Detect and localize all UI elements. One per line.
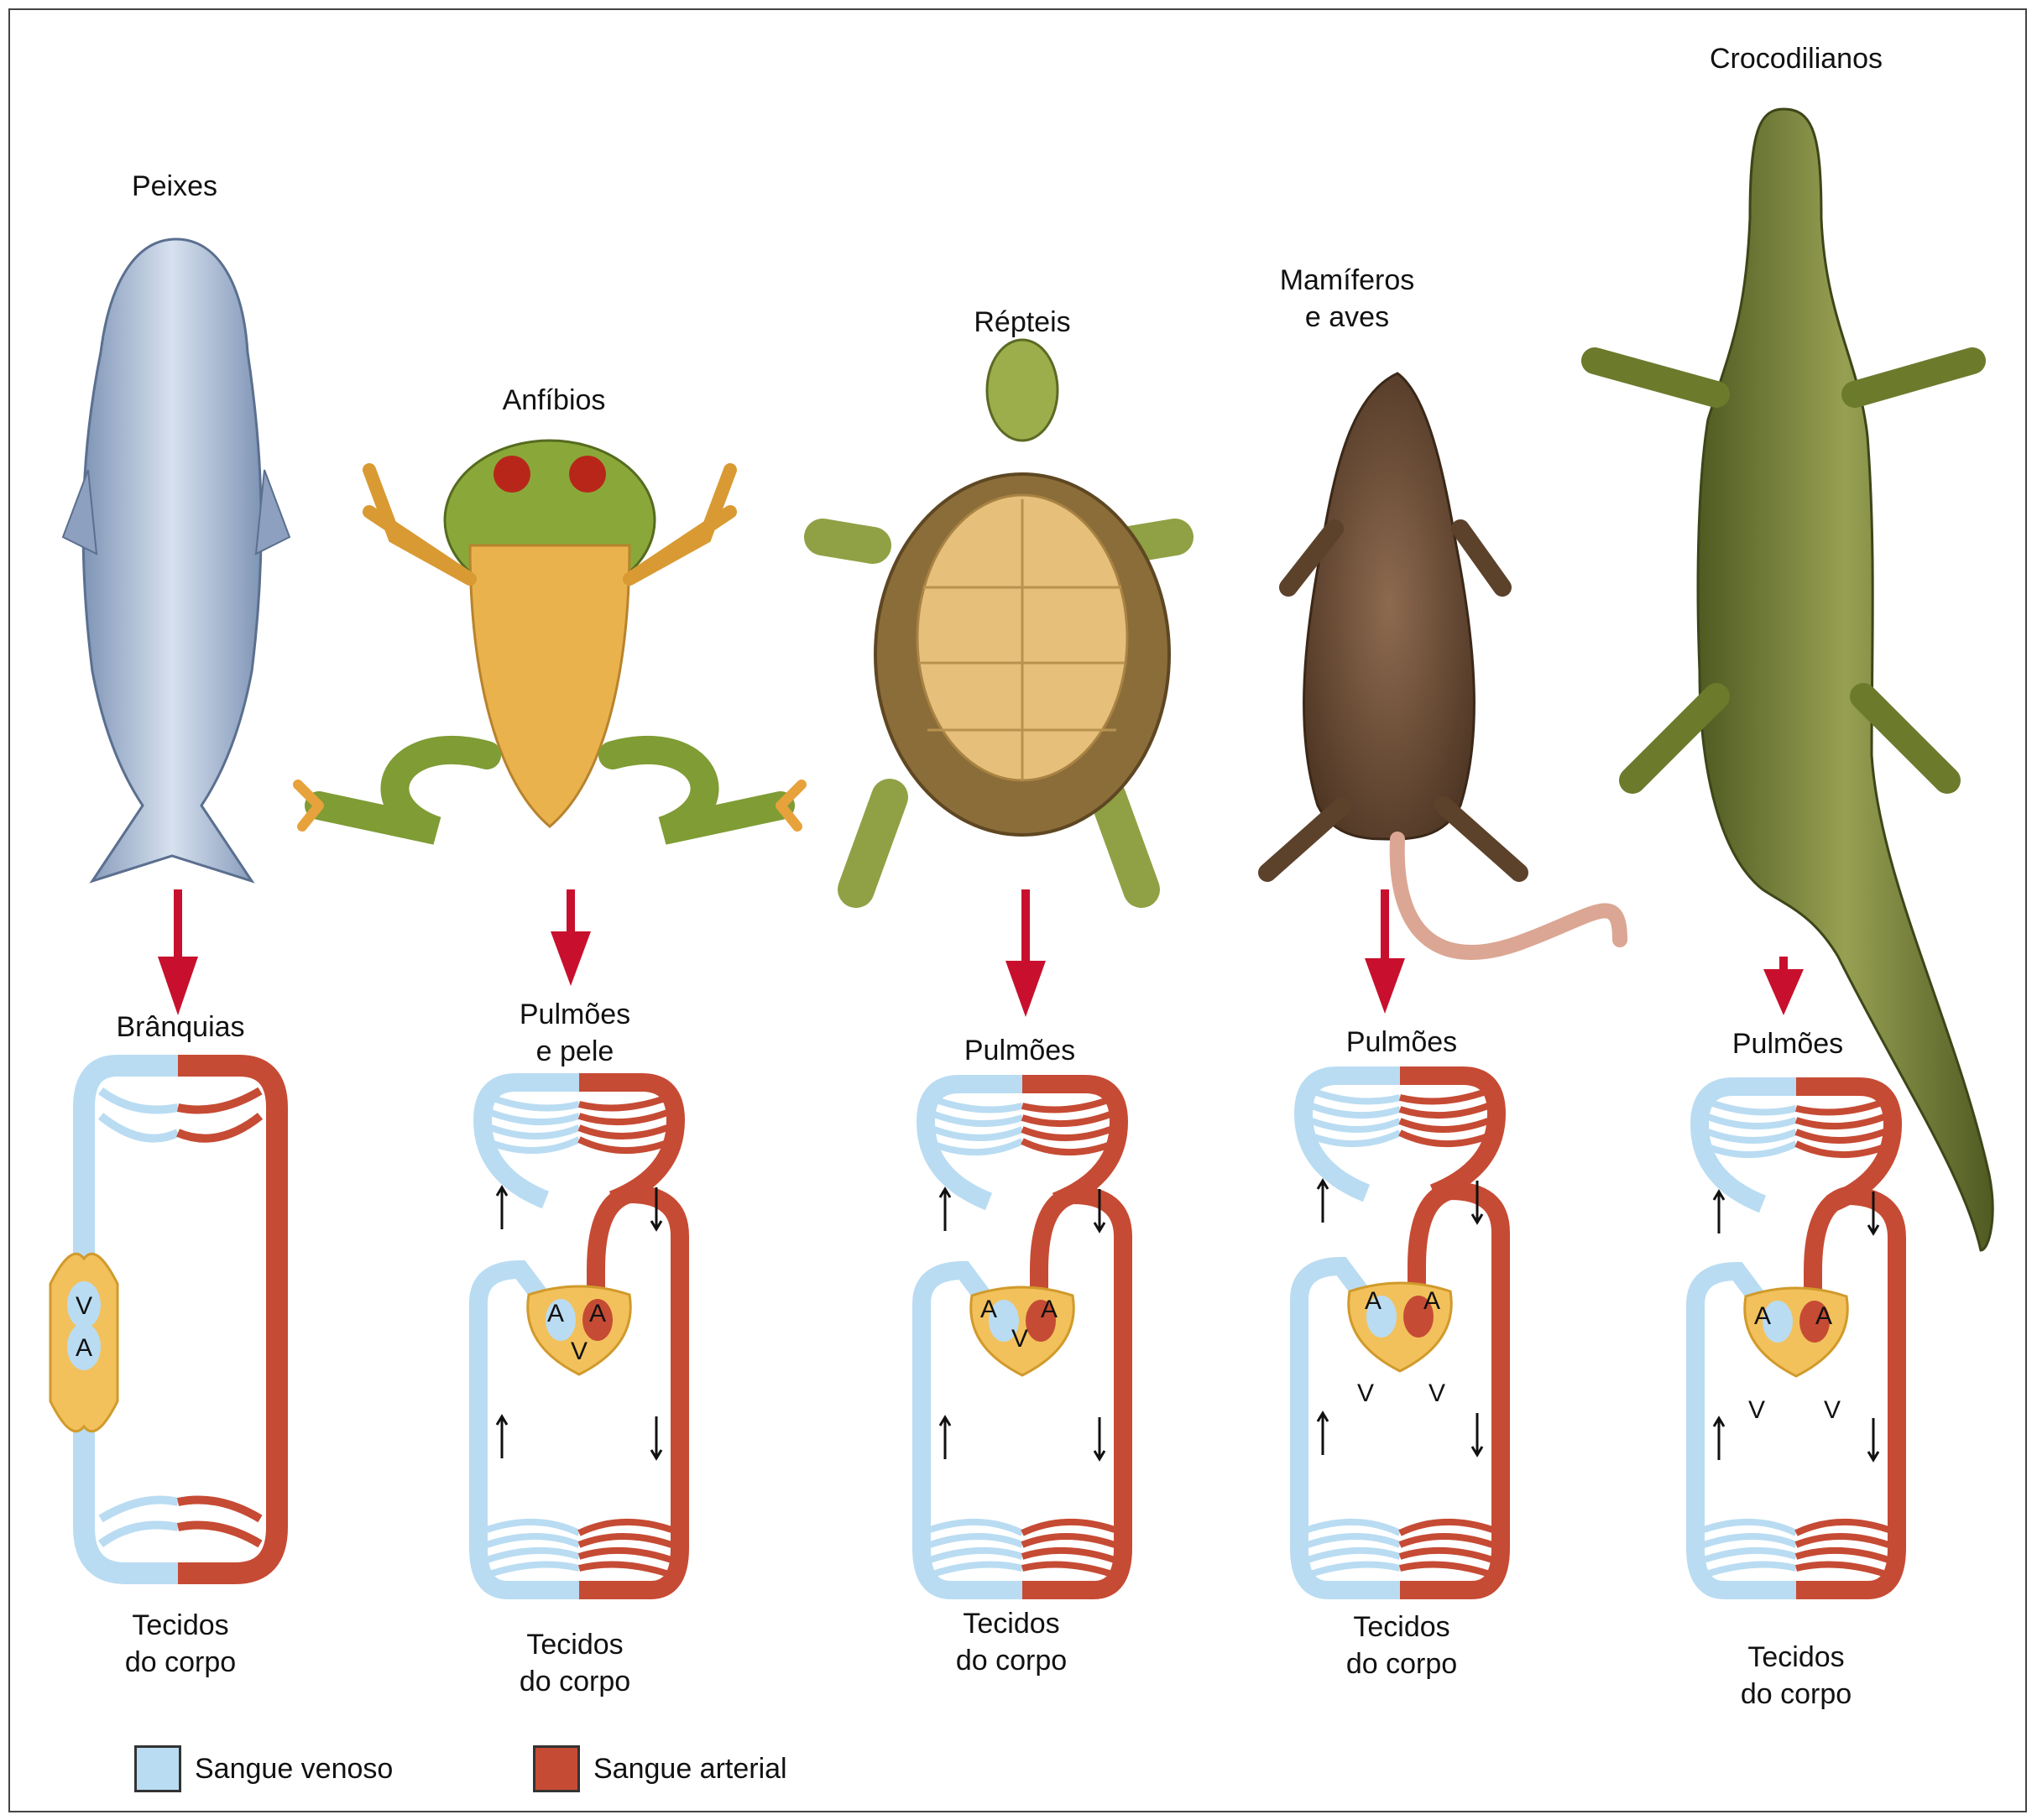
arrows	[158, 889, 1804, 1017]
flow-arrow-icon	[497, 1187, 507, 1229]
rat-illustration	[1267, 373, 1620, 952]
animal-name-fish: Peixes	[91, 168, 259, 205]
tissue-label-mammals-birds: Tecidos do corpo	[1305, 1609, 1498, 1682]
tissue-label-amphibians: Tecidos do corpo	[478, 1626, 671, 1700]
fish-circulation: V A	[50, 1066, 277, 1573]
organ-label-fish: Brânquias	[76, 1009, 285, 1046]
heart-chamber-label: V	[1429, 1379, 1445, 1407]
flow-arrow-icon	[1318, 1413, 1328, 1455]
circulation-diagram: A A V V	[1695, 1087, 1897, 1590]
heart-chamber-label: A	[1365, 1287, 1382, 1315]
organ-label-amphibians: Pulmões e pele	[470, 996, 680, 1070]
flow-arrow-icon	[1318, 1181, 1328, 1223]
fish-heart-v: V	[76, 1292, 92, 1320]
legend-swatch-venous	[134, 1745, 181, 1792]
animal-name-reptiles: Répteis	[938, 304, 1106, 341]
fish-illustration	[63, 239, 290, 881]
heart-chamber-label: A	[1754, 1302, 1771, 1330]
heart-chamber-label: A	[1041, 1296, 1058, 1323]
flow-arrow-icon	[1094, 1417, 1105, 1459]
tissue-label-fish: Tecidos do corpo	[84, 1607, 277, 1681]
animal-name-crocodilians: Crocodilianos	[1670, 40, 1922, 77]
legend-label-venous: Sangue venoso	[195, 1750, 447, 1787]
circulation-diagram: AVA	[922, 1084, 1123, 1590]
organ-label-reptiles: Pulmões	[915, 1032, 1125, 1069]
heart-chamber-label: A	[589, 1300, 606, 1327]
frog-illustration	[298, 441, 802, 831]
legend-label-arterial: Sangue arterial	[593, 1750, 845, 1787]
flow-arrow-icon	[1714, 1418, 1724, 1460]
tissue-label-crocodilians: Tecidos do corpo	[1700, 1639, 1893, 1713]
flow-arrow-icon	[1714, 1192, 1724, 1233]
legend-swatch-arterial	[533, 1745, 580, 1792]
heart-chamber-label: V	[1011, 1325, 1028, 1353]
heart-chamber-label: A	[980, 1296, 997, 1323]
heart-chamber-label: A	[547, 1300, 564, 1327]
flow-arrow-icon	[940, 1417, 950, 1459]
animal-name-mammals-birds: Mamíferos e aves	[1263, 262, 1431, 336]
flow-arrow-icon	[1868, 1418, 1878, 1460]
organ-label-mammals-birds: Pulmões	[1297, 1024, 1507, 1061]
heart-chamber-label: A	[1815, 1302, 1832, 1330]
flow-arrow-icon	[651, 1416, 661, 1458]
turtle-illustration	[823, 340, 1175, 889]
tissue-label-reptiles: Tecidos do corpo	[915, 1605, 1108, 1679]
organ-label-crocodilians: Pulmões	[1683, 1025, 1893, 1062]
heart-chamber-label: V	[1748, 1396, 1765, 1424]
flow-arrow-icon	[1472, 1413, 1482, 1455]
circulation-diagram: A A V V	[1299, 1076, 1501, 1590]
fish-heart-a: A	[76, 1334, 92, 1362]
legend: Sangue venoso Sangue arterial	[134, 1745, 974, 1796]
heart-chamber-label: V	[571, 1338, 588, 1365]
flow-arrow-icon	[497, 1416, 507, 1458]
heart-chamber-label: A	[1423, 1287, 1440, 1315]
animal-name-amphibians: Anfíbios	[470, 382, 638, 419]
heart-chamber-label: V	[1824, 1396, 1841, 1424]
flow-arrow-icon	[940, 1189, 950, 1231]
heart-chamber-label: V	[1357, 1379, 1374, 1407]
